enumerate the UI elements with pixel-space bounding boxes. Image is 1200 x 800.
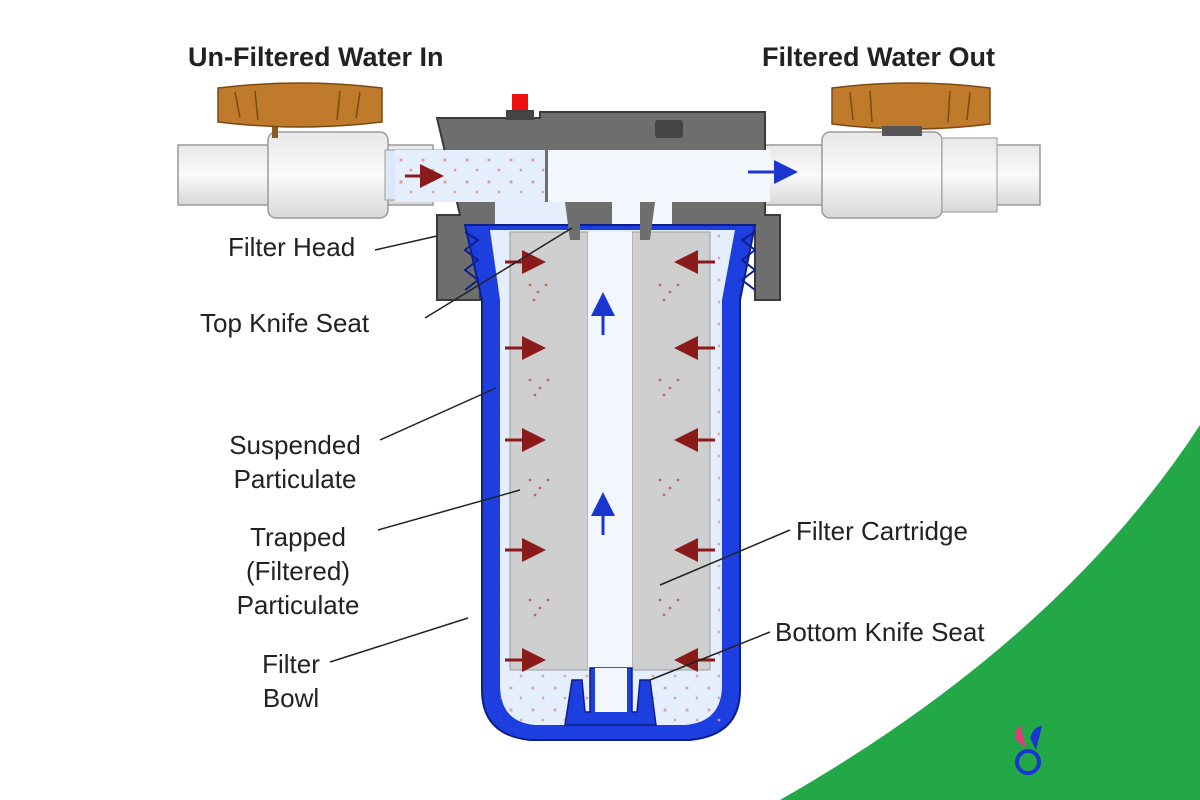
green-swoosh — [780, 425, 1200, 800]
inflow-arrows — [405, 164, 715, 672]
outlet-pipe — [759, 131, 1041, 219]
trapped-line-1: Trapped — [250, 522, 346, 552]
trapped-line-2: (Filtered) — [245, 556, 350, 586]
outlet-header: Filtered Water Out — [762, 42, 996, 72]
label-bottom-knife-seat: Bottom Knife Seat — [775, 617, 985, 647]
label-filter-cartridge: Filter Cartridge — [796, 516, 968, 546]
leader-lines — [329, 227, 791, 681]
outflow-arrows — [591, 160, 798, 535]
outlet-valve-handle-icon — [831, 82, 991, 136]
label-top-knife-seat: Top Knife Seat — [200, 308, 370, 338]
trapped-line-3: Particulate — [236, 590, 360, 620]
label-filter-head: Filter Head — [228, 232, 356, 262]
top-knife-seat — [565, 202, 655, 240]
label-filter-bowl: Filter Bowl — [246, 647, 336, 715]
filter-bowl-line-1: Filter — [262, 649, 320, 679]
filter-cartridge — [509, 231, 711, 671]
inlet-header: Un-Filtered Water In — [188, 42, 444, 72]
hand-logo-icon — [1005, 725, 1042, 775]
brand-name: SANBEA — [1054, 736, 1200, 773]
suspended-line-1: Suspended — [229, 430, 361, 460]
label-trapped-particulate: Trapped (Filtered) Particulate — [210, 520, 386, 622]
inlet-valve-handle-icon — [217, 82, 383, 138]
bottom-knife-seat — [564, 667, 657, 726]
suspended-line-2: Particulate — [233, 464, 357, 494]
label-suspended-particulate: Suspended Particulate — [210, 428, 380, 496]
filter-bowl-line-2: Bowl — [262, 683, 320, 713]
